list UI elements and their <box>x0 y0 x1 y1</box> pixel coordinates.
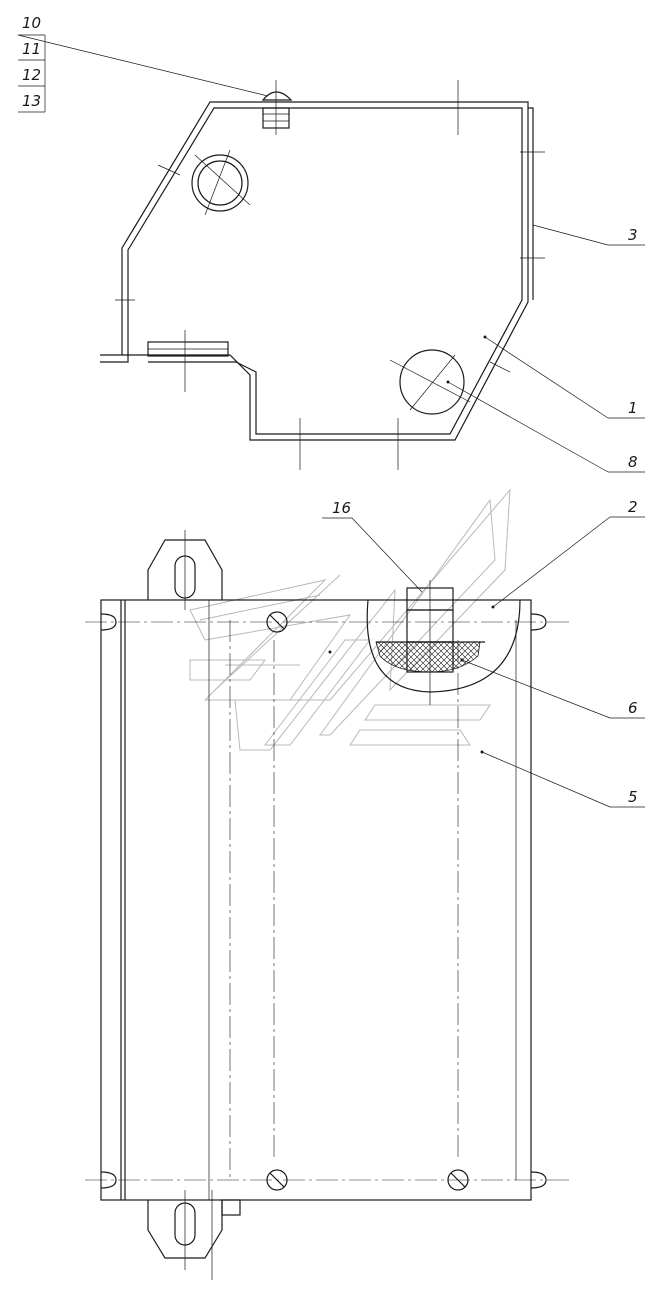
callout-1: 1 <box>628 399 638 417</box>
callout-3: 3 <box>628 226 638 244</box>
callout-13: 13 <box>22 92 41 110</box>
callout-stack <box>18 34 46 113</box>
callout-11: 11 <box>22 40 41 58</box>
callout-16: 16 <box>332 499 351 517</box>
callout-8: 8 <box>628 453 638 471</box>
callout-12: 12 <box>22 66 41 84</box>
watermark-logo <box>189 488 511 751</box>
callout-5: 5 <box>628 788 638 806</box>
callout-10: 10 <box>22 14 41 32</box>
callout-6: 6 <box>628 699 638 717</box>
box-front-view <box>85 530 570 1280</box>
leader-lines <box>17 34 645 808</box>
bracket-top-view <box>100 80 545 470</box>
callout-2: 2 <box>628 498 638 516</box>
